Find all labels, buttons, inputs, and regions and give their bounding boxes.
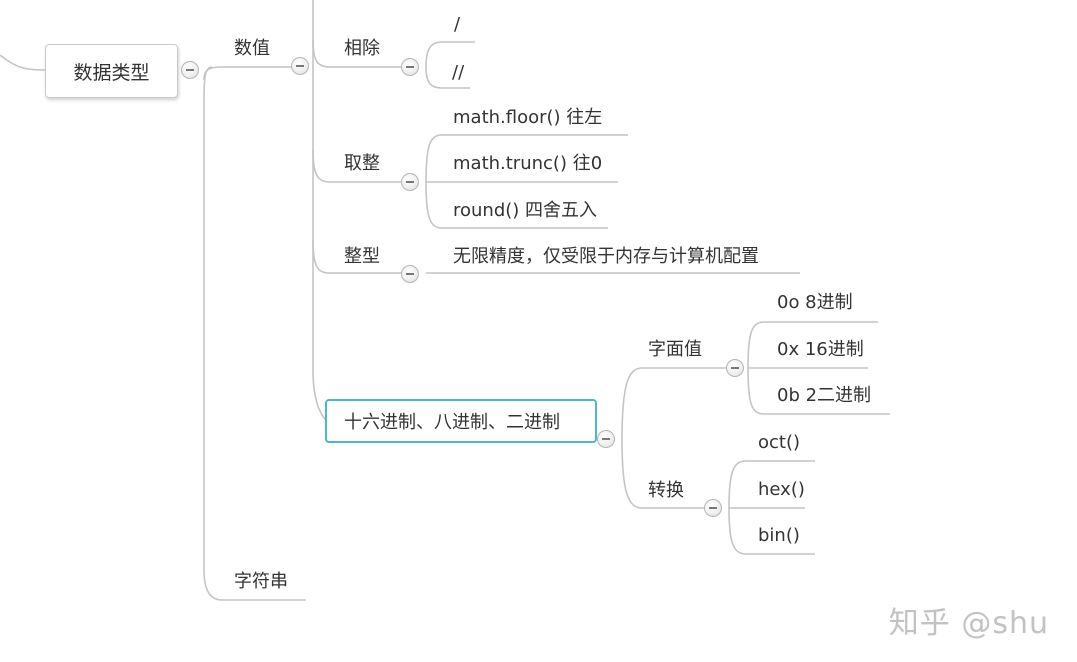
node-numeric[interactable]: 数值 xyxy=(234,38,270,59)
node-bases-label: 十六进制、八进制、二进制 xyxy=(344,412,560,433)
connector-root-incoming xyxy=(0,54,46,71)
node-rounding-item-1[interactable]: math.floor() 往左 xyxy=(453,107,603,128)
connector-root-numeric xyxy=(203,66,300,81)
connector-numeric-integer xyxy=(312,239,410,274)
node-conversion-item-1[interactable]: oct() xyxy=(758,432,801,453)
connector-literal-item3 xyxy=(747,367,890,415)
collapse-rounding-button[interactable] xyxy=(401,173,419,191)
node-literal-item-2[interactable]: 0x 16进制 xyxy=(777,339,864,360)
node-rounding-item-2[interactable]: math.trunc() 往0 xyxy=(453,153,603,174)
connector-division-item2 xyxy=(425,66,470,89)
root-node-label: 数据类型 xyxy=(73,61,150,84)
collapse-integer-button[interactable] xyxy=(401,265,419,283)
node-integer-item-1[interactable]: 无限精度，仅受限于内存与计算机配置 xyxy=(453,246,759,267)
collapse-division-button[interactable] xyxy=(401,58,419,76)
node-bases-selected[interactable]: 十六进制、八进制、二进制 xyxy=(325,399,597,443)
connector-conversion-item3 xyxy=(728,507,815,555)
collapse-numeric-button[interactable] xyxy=(291,57,309,75)
node-division-item-1[interactable]: / xyxy=(454,14,461,35)
connector-root-trunk xyxy=(203,66,306,601)
collapse-root-button[interactable] xyxy=(181,61,199,79)
connector-bases-literal xyxy=(621,367,735,441)
node-conversion[interactable]: 转换 xyxy=(648,480,684,501)
connector-rounding-item3 xyxy=(425,181,608,229)
connector-bases-conversion xyxy=(621,439,713,509)
connector-literal-item1 xyxy=(747,321,878,369)
node-string[interactable]: 字符串 xyxy=(234,571,288,592)
root-node[interactable]: 数据类型 xyxy=(45,44,178,98)
collapse-literal-button[interactable] xyxy=(726,359,744,377)
node-literal-item-1[interactable]: 0o 8进制 xyxy=(777,292,853,313)
connector-rounding-item1 xyxy=(425,134,628,183)
node-literal-item-3[interactable]: 0b 2二进制 xyxy=(777,385,872,406)
node-conversion-item-3[interactable]: bin() xyxy=(758,525,800,546)
node-literal[interactable]: 字面值 xyxy=(648,339,702,360)
node-rounding[interactable]: 取整 xyxy=(344,153,380,174)
node-rounding-item-3[interactable]: round() 四舍五入 xyxy=(453,200,598,221)
node-integer[interactable]: 整型 xyxy=(344,246,380,267)
node-conversion-item-2[interactable]: hex() xyxy=(758,479,805,500)
collapse-bases-button[interactable] xyxy=(597,430,615,448)
watermark-text: 知乎 @shu xyxy=(888,606,1049,641)
connector-numeric-trunk xyxy=(312,0,327,421)
connector-numeric-rounding xyxy=(312,149,410,183)
connector-division-trunk xyxy=(425,41,475,68)
connector-conversion-item1 xyxy=(728,460,815,509)
connector-numeric-division xyxy=(312,39,410,68)
node-division-item-2[interactable]: // xyxy=(452,62,465,83)
node-division[interactable]: 相除 xyxy=(344,38,380,59)
collapse-conversion-button[interactable] xyxy=(704,499,722,517)
